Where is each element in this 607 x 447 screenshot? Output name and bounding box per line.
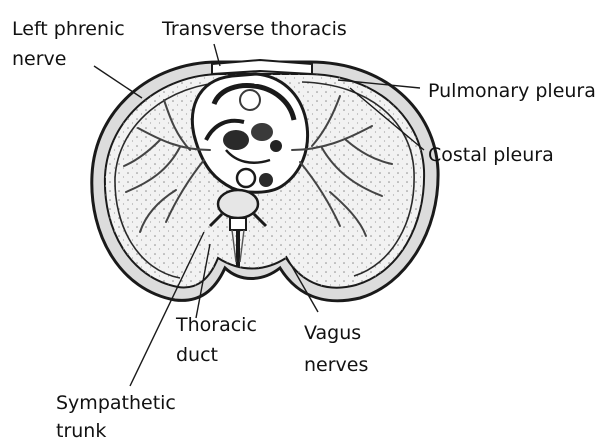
label-vagus-nerves-line1: Vagus [304,322,361,345]
label-sympathetic-trunk-line1: Sympathetic [56,392,176,415]
label-sympathetic-trunk-line2: trunk [56,420,106,443]
esophagus [237,169,255,187]
aorta [259,173,273,187]
leader-left-phrenic-nerve [94,66,142,98]
label-thoracic-duct-line2: duct [176,344,218,367]
label-vagus-nerves-line2: nerves [304,354,368,377]
label-transverse-thoracis: Transverse thoracis [162,18,347,41]
label-left-phrenic-nerve-line2: nerve [12,48,66,71]
sternum-band [212,60,312,74]
label-thoracic-duct-line1: Thoracic [176,314,257,337]
label-left-phrenic-nerve-line1: Left phrenic [12,18,125,41]
label-pulmonary-pleura: Pulmonary pleura [428,80,596,103]
label-costal-pleura: Costal pleura [428,144,554,167]
